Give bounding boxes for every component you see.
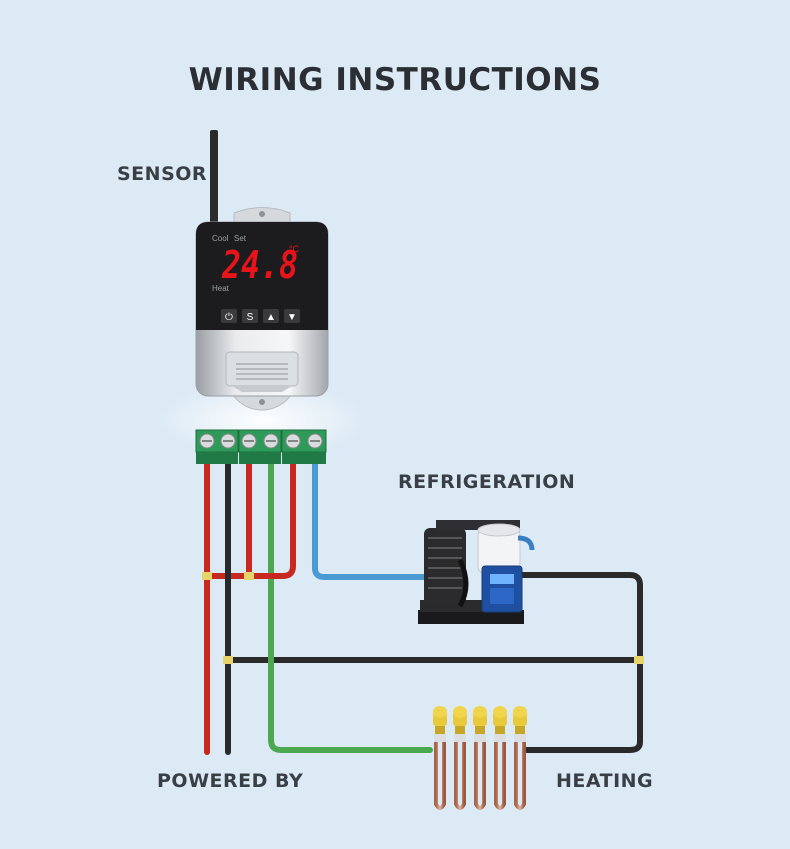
display-unit: °C — [289, 244, 300, 254]
set-button[interactable] — [242, 309, 258, 323]
wire-blue — [312, 459, 433, 580]
junction-connector — [223, 656, 233, 664]
heater-icon — [433, 706, 527, 810]
terminal-blocks — [195, 429, 327, 464]
terminal-block-heat — [238, 429, 282, 464]
down-arrow-icon: ▼ — [287, 312, 297, 323]
wires — [202, 459, 644, 755]
sensor-label: SENSOR — [117, 163, 208, 185]
heater-element — [453, 706, 467, 810]
junction-connector — [634, 656, 644, 664]
up-arrow-icon: ▲ — [266, 312, 276, 323]
heater-element — [493, 706, 507, 810]
heater-element — [473, 706, 487, 810]
power-button[interactable] — [221, 309, 237, 323]
down-button[interactable] — [284, 309, 300, 323]
power-icon: ⏻ — [225, 312, 233, 323]
junction-connector — [244, 572, 254, 580]
terminal-block-power — [195, 429, 239, 464]
antenna-icon — [210, 130, 218, 230]
mode-cool-label: Cool — [212, 234, 229, 243]
heater-element — [513, 706, 527, 810]
up-button[interactable] — [263, 309, 279, 323]
mode-set-label: Set — [234, 234, 247, 243]
page-title: WIRING INSTRUCTIONS — [188, 62, 602, 98]
refrigeration-label: REFRIGERATION — [398, 471, 576, 493]
junction-connector — [202, 572, 212, 580]
powered-by-label: POWERED BY — [157, 770, 304, 792]
terminal-block-cool — [281, 429, 327, 464]
wire-red-right — [204, 459, 296, 579]
compressor-icon — [418, 520, 535, 624]
temperature-controller — [195, 207, 329, 411]
heater-element — [433, 706, 447, 810]
set-icon: S — [247, 312, 254, 323]
mode-heat-label: Heat — [212, 284, 230, 293]
wire-green — [268, 459, 433, 753]
controller-buttons: ⏻ S ▲ ▼ — [221, 309, 300, 323]
heating-label: HEATING — [556, 770, 654, 792]
temperature-display: 24.8 — [221, 243, 298, 287]
